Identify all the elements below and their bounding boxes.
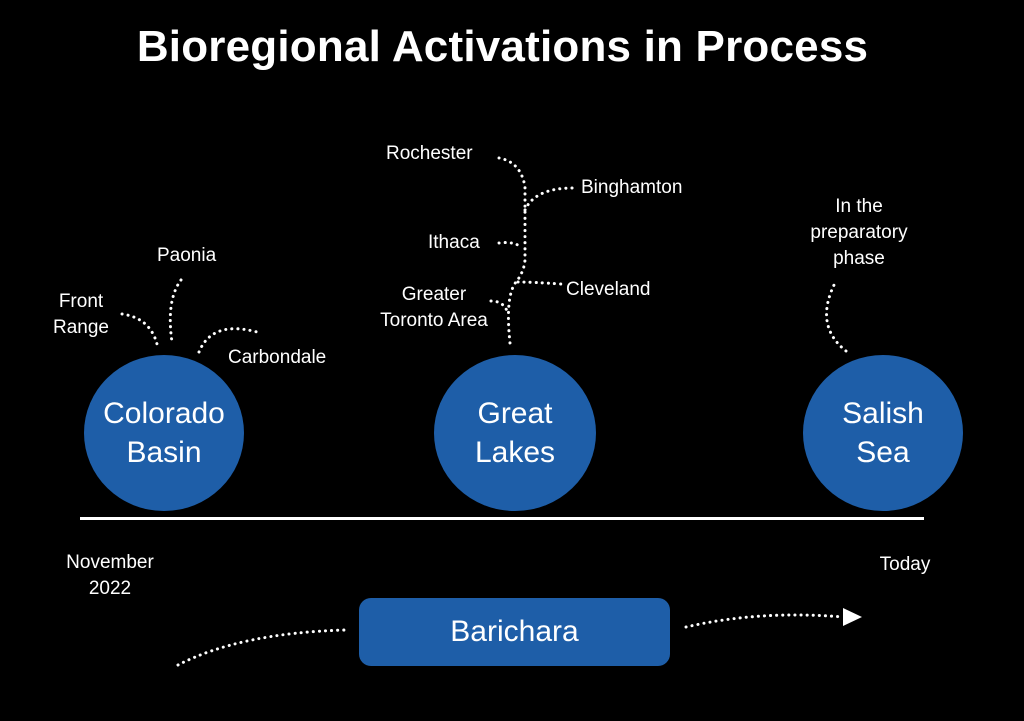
timeline-line	[80, 517, 924, 520]
arrow-left-dotted	[176, 628, 347, 667]
connector-ithaca	[497, 241, 524, 250]
bioregion-great-lakes: Great Lakes	[434, 355, 596, 511]
barichara-box: Barichara	[359, 598, 670, 666]
activation-carbondale: Carbondale	[228, 347, 327, 368]
activation-rochester: Rochester	[386, 143, 473, 164]
connector-carbondale	[197, 327, 259, 354]
timeline-start-label: November 2022	[66, 552, 154, 599]
bioregion-colorado-basin: Colorado Basin	[84, 355, 244, 511]
arrow-head-icon	[843, 608, 862, 626]
connector-rochester	[497, 156, 527, 345]
activation-front-range: Front Range	[53, 291, 109, 338]
connector-preparatory	[825, 279, 848, 353]
activation-greater-toronto: Greater Toronto Area	[380, 284, 488, 331]
connector-greater-toronto	[489, 299, 509, 313]
arrow-right-dotted	[684, 613, 845, 629]
activation-paonia: Paonia	[157, 245, 217, 266]
activation-ithaca: Ithaca	[428, 232, 480, 253]
activation-cleveland: Cleveland	[566, 279, 651, 300]
page-title: Bioregional Activations in Process	[136, 22, 869, 71]
connector-paonia	[168, 278, 183, 344]
activation-binghamton: Binghamton	[581, 177, 683, 198]
activation-preparatory-phase: In the preparatory phase	[810, 196, 908, 269]
connector-front-range	[120, 312, 159, 346]
timeline-end-label: Today	[879, 554, 931, 575]
bioregion-salish-sea: Salish Sea	[803, 355, 963, 511]
connector-cleveland	[516, 280, 563, 286]
connector-binghamton	[523, 186, 575, 212]
